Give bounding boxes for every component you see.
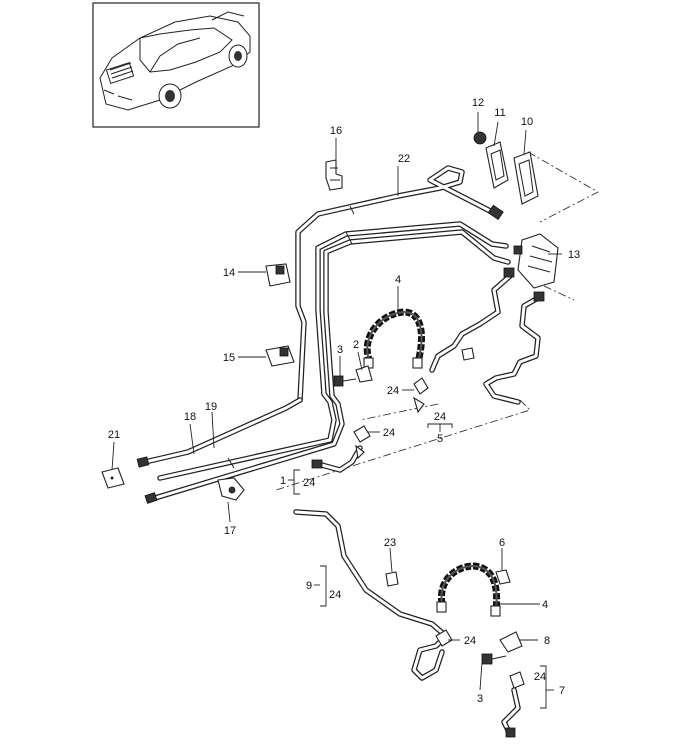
- clip-center: [461, 347, 475, 361]
- callout-17: 17: [224, 525, 236, 537]
- callout-9: 9: [306, 580, 312, 592]
- callout-8: 8: [544, 635, 550, 647]
- callout-4-lower: 4: [542, 599, 548, 611]
- callout-14: 14: [223, 267, 235, 279]
- callout-12: 12: [472, 97, 484, 109]
- callout-21: 21: [108, 429, 120, 441]
- brake-pipe-9: [293, 509, 449, 681]
- callout-24-set1: 24: [303, 477, 315, 489]
- callout-24-mid: 24: [383, 427, 395, 439]
- callout-6: 6: [499, 537, 505, 549]
- rear-brake-lines: [429, 267, 545, 405]
- clip-16: [325, 159, 343, 191]
- gasket-11: [485, 141, 509, 189]
- brake-hose-upper: [363, 308, 425, 369]
- callout-24-set9: 24: [329, 589, 341, 601]
- callout-15: 15: [223, 352, 235, 364]
- callout-3-lower: 3: [477, 693, 483, 705]
- callout-3-upper: 3: [337, 344, 343, 356]
- car-outline-icon: [99, 11, 251, 111]
- bracket-14: [265, 263, 291, 287]
- valve-block-13: [513, 233, 559, 289]
- clamp-24-upper: [413, 377, 429, 414]
- bracket-8: [499, 631, 523, 653]
- clamp-24-lower: [435, 629, 525, 689]
- main-brake-lines: [136, 165, 511, 504]
- callout-5: 5: [437, 433, 443, 445]
- callout-10: 10: [521, 116, 533, 128]
- callout-13: 13: [568, 249, 580, 261]
- construction-lines: [275, 151, 599, 491]
- bolt-3-lower: [481, 653, 507, 665]
- bracket-2: [355, 365, 373, 383]
- bracket-15: [265, 345, 295, 367]
- clamp-17: [217, 477, 245, 501]
- callout-labels: 16 22 12 11 10 13 14 15 4 2 3 24 24 5 24…: [108, 97, 580, 705]
- callout-1: 1: [280, 475, 286, 487]
- vehicle-thumbnail: [92, 2, 260, 128]
- seal-12: [473, 131, 487, 145]
- callout-24-upper: 24: [387, 385, 399, 397]
- callout-11: 11: [494, 107, 505, 119]
- callout-22: 22: [398, 153, 410, 165]
- callout-24-set5: 24: [434, 411, 446, 423]
- brake-pipe-1: [311, 445, 363, 473]
- callout-24-lower: 24: [464, 635, 476, 647]
- block-21: [101, 467, 125, 489]
- callout-24-set7: 24: [534, 671, 546, 683]
- callout-16: 16: [330, 125, 342, 137]
- callout-2: 2: [353, 339, 359, 351]
- gasket-10: [513, 151, 539, 205]
- clamp-24-mid: [353, 425, 371, 460]
- callout-23: 23: [384, 537, 396, 549]
- nut-6: [495, 569, 511, 585]
- brake-pipe-7: [501, 687, 521, 738]
- bolt-3-upper: [333, 375, 357, 387]
- nut-23: [385, 571, 399, 587]
- callout-19: 19: [205, 401, 217, 413]
- brake-hose-lower: [436, 562, 501, 617]
- callout-7: 7: [559, 685, 565, 697]
- leader-lines: [111, 112, 562, 709]
- callout-4-upper: 4: [395, 274, 401, 286]
- callout-18: 18: [184, 411, 196, 423]
